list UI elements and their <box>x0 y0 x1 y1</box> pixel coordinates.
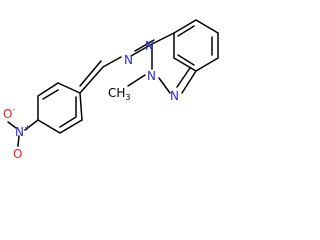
atom-n-nitro-symbol: N <box>15 125 24 139</box>
atom-n-ring-methyl: N <box>147 69 156 83</box>
atom-n-nitro-charge: + <box>24 123 31 132</box>
atom-o-nitro-top-symbol: O <box>3 107 12 121</box>
atom-n-imine-right: N <box>145 39 154 53</box>
methyl-text: CH <box>108 86 125 100</box>
methyl-subscript: 3 <box>125 93 130 102</box>
nitro-group-bonds <box>7 119 39 147</box>
atom-o-nitro-bottom: O <box>13 147 22 161</box>
methyl-label: CH3 <box>108 86 131 102</box>
atom-o-nitro-charge: - <box>12 105 15 114</box>
atom-n-ring-lower: N <box>170 89 179 103</box>
atom-n-nitro: N+ <box>15 123 31 139</box>
phthalazine-benzo-ring <box>173 19 219 72</box>
methyl-bond <box>127 74 146 87</box>
atom-o-nitro-top: O- <box>3 105 15 121</box>
hydrazone-linker <box>79 39 155 94</box>
phthalazine-hetero-ring <box>151 32 197 94</box>
atom-n-imine-left: N <box>124 53 133 67</box>
nitrophenyl-ring <box>37 82 83 134</box>
molecule-structure: N N N CH3 N N+ O- O <box>3 19 219 161</box>
